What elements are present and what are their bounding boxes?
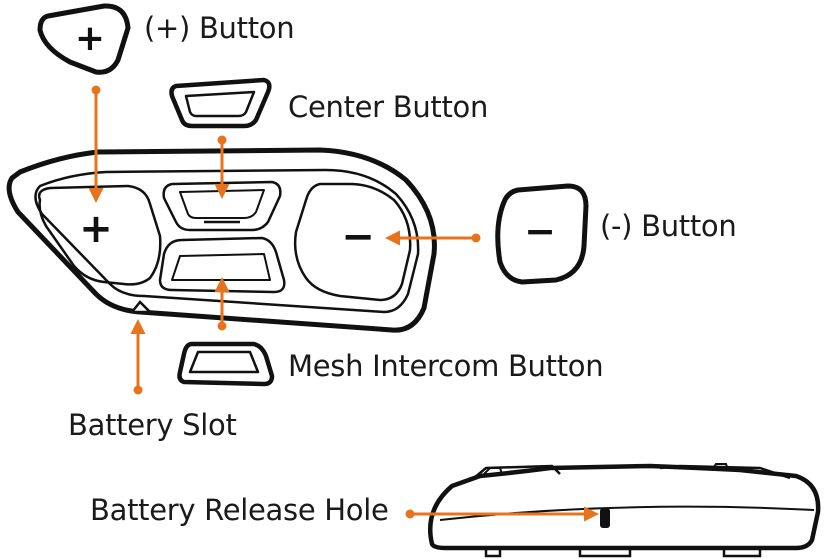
minus-button-part: −: [495, 183, 589, 285]
device-side-view: [427, 463, 821, 558]
device-minus-icon: −: [341, 214, 375, 260]
callout-arrows: [88, 85, 599, 522]
battery-slot-label: Battery Slot: [68, 408, 237, 442]
minus-icon: −: [524, 209, 556, 253]
plus-button-label: (+) Button: [144, 11, 295, 45]
mesh-intercom-button-label: Mesh Intercom Button: [288, 349, 604, 383]
center-button-label: Center Button: [288, 90, 489, 124]
battery-release-hole-label: Battery Release Hole: [90, 493, 389, 527]
center-button-part: [169, 77, 272, 129]
plus-icon: +: [75, 18, 105, 59]
device-plus-icon: +: [79, 206, 113, 252]
minus-button-label: (-) Button: [600, 209, 737, 243]
device-front-view: + −: [6, 147, 437, 333]
plus-button-part: +: [37, 3, 131, 75]
mesh-intercom-button-part: [177, 341, 275, 387]
